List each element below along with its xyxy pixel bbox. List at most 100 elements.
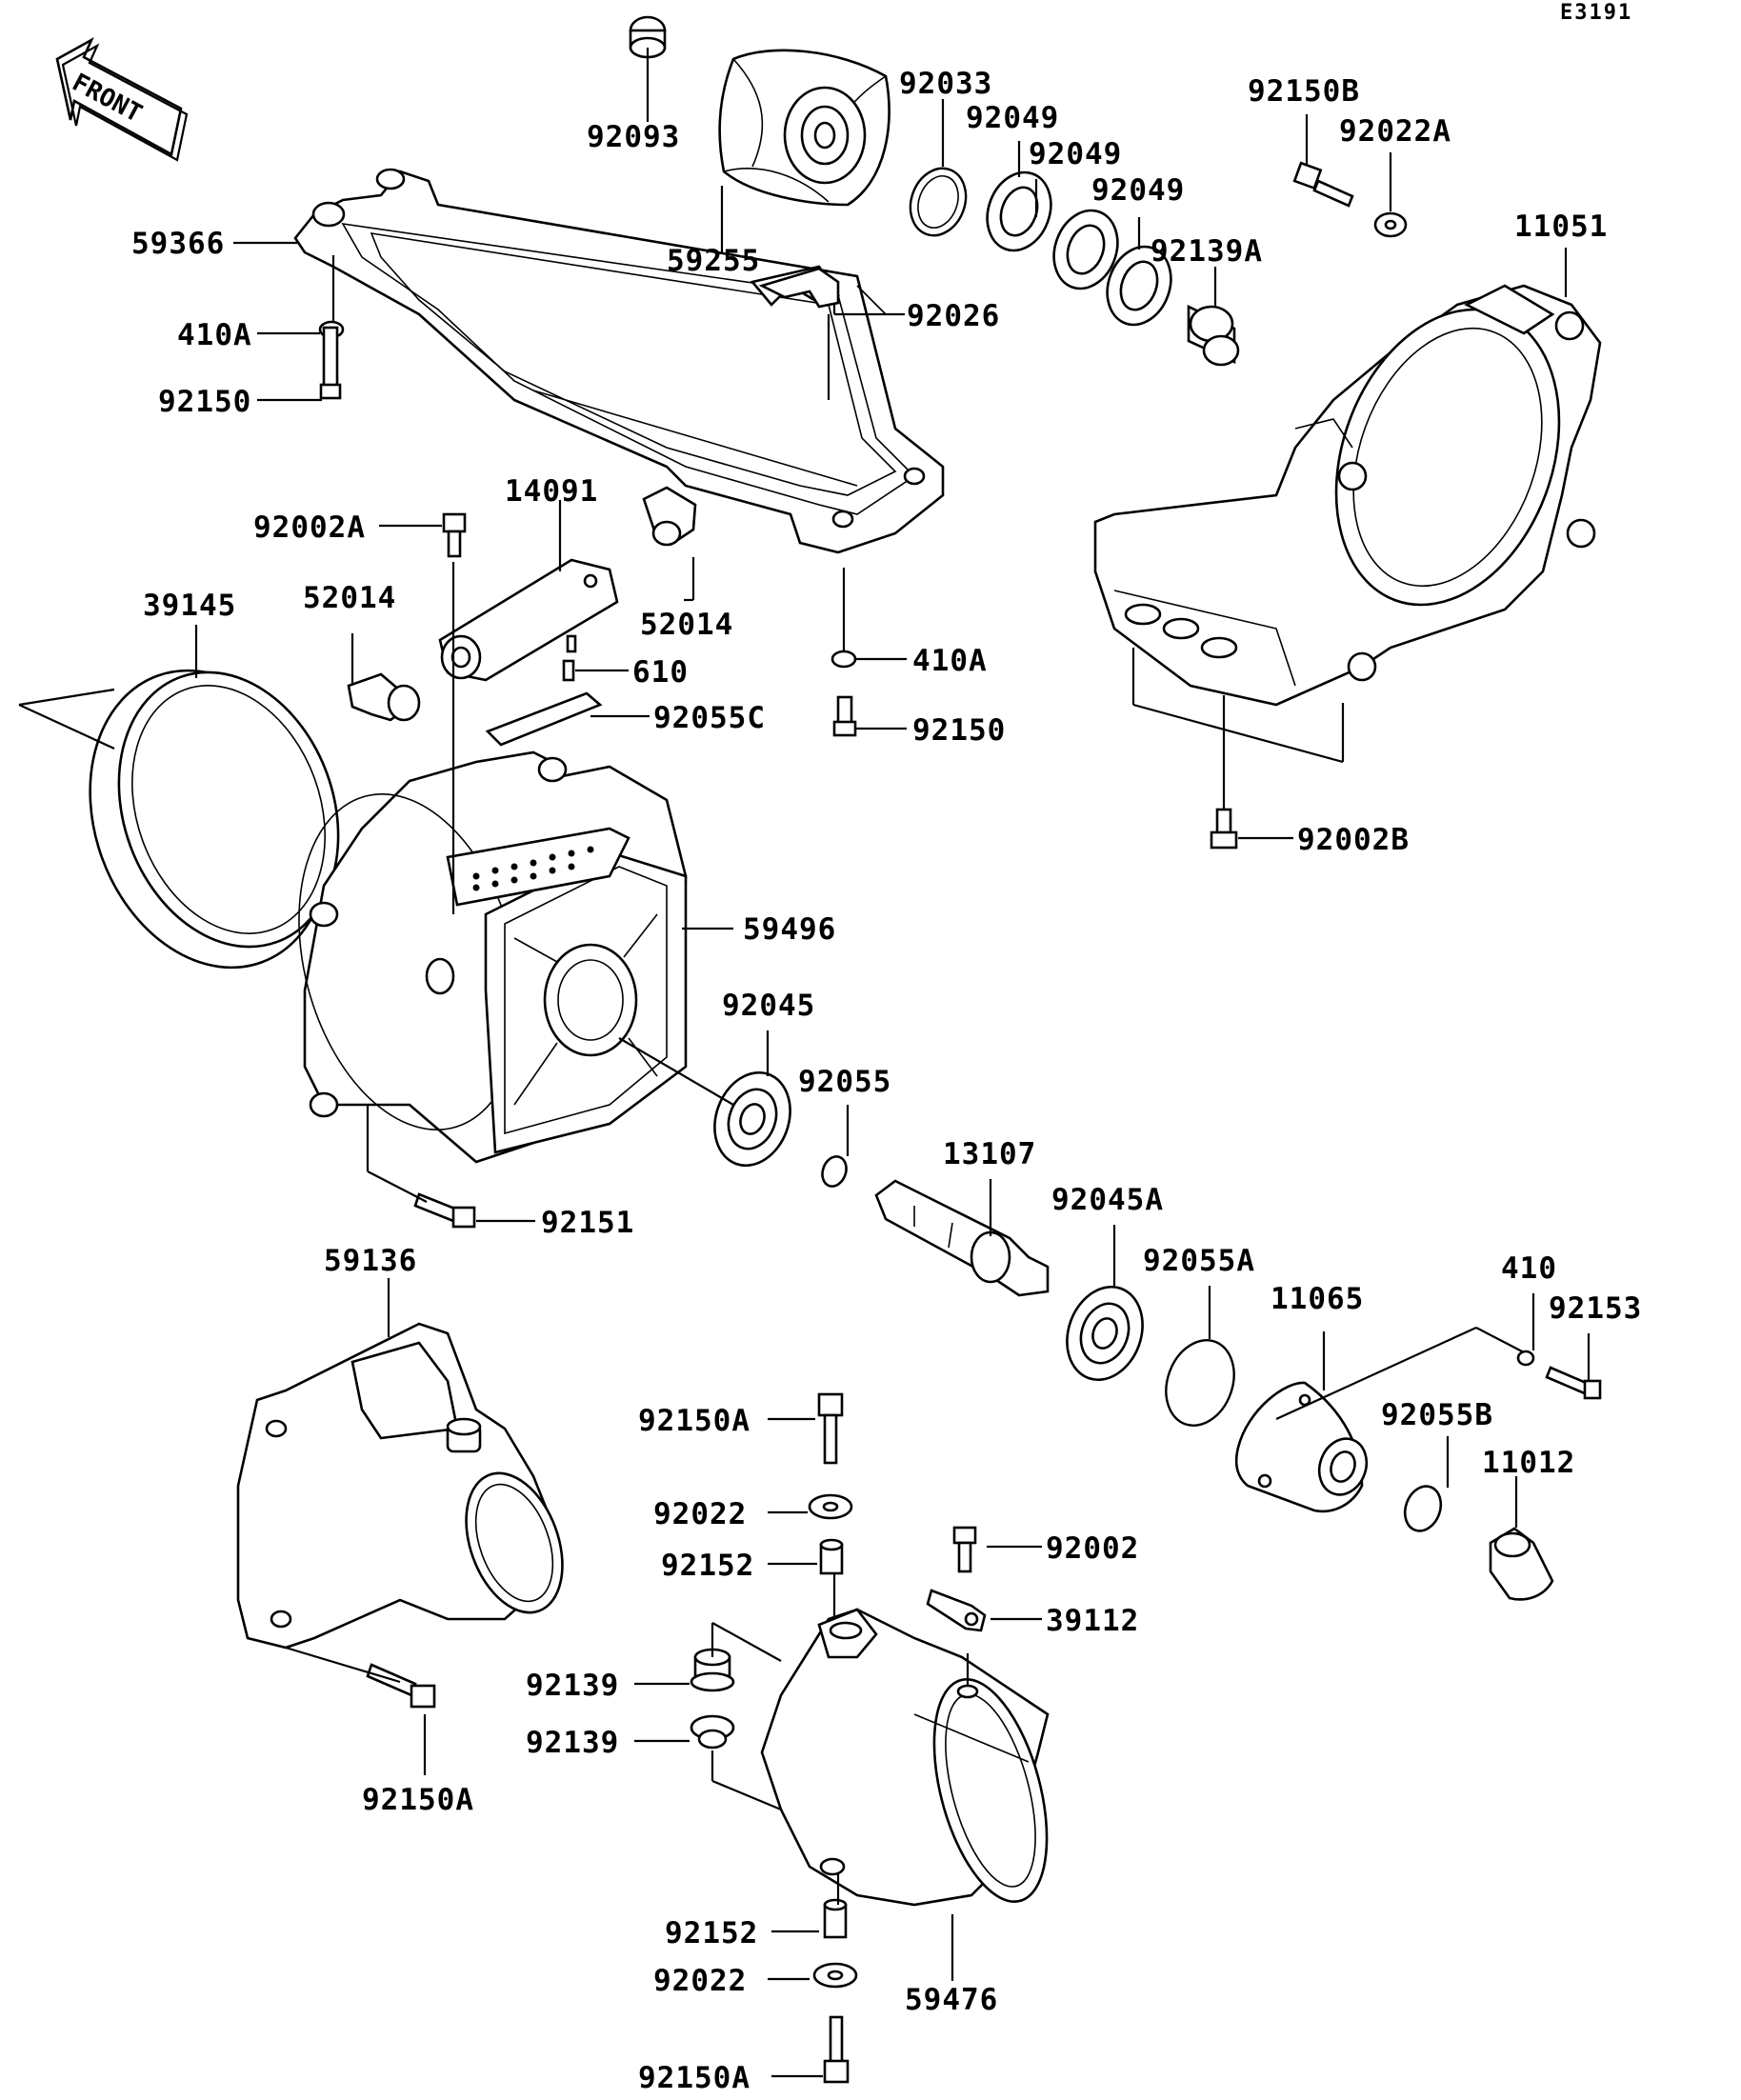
- nut-410a-mid-drawing: [830, 650, 857, 669]
- label-610: 610: [632, 655, 689, 690]
- nut-410-drawing: [1516, 1350, 1535, 1367]
- spacer-92152-top-drawing: [819, 1538, 844, 1575]
- label-92049: 92049: [1029, 137, 1122, 171]
- label-410a: 410A: [912, 644, 988, 678]
- steering-nozzle-59476-drawing: [760, 1608, 1050, 1907]
- label-92022: 92022: [653, 1964, 747, 1998]
- bolt-92151-drawing: [413, 1192, 476, 1229]
- bushing-92139-1-drawing: [690, 1648, 735, 1692]
- bushing-92139a-drawing: [1187, 304, 1240, 367]
- o-ring-92055a-drawing: [1165, 1339, 1235, 1427]
- ring-39145-drawing: [89, 669, 340, 970]
- label-59255: 59255: [667, 244, 760, 278]
- label-59496: 59496: [743, 912, 836, 947]
- label-92150: 92150: [158, 385, 251, 419]
- label-92150a: 92150A: [638, 1404, 750, 1438]
- label-92049: 92049: [1091, 173, 1185, 208]
- lever-39112-drawing: [926, 1589, 987, 1632]
- label-13107: 13107: [943, 1137, 1036, 1171]
- fitting-52014-left-drawing: [347, 672, 421, 722]
- circlip-92033-drawing: [909, 167, 968, 237]
- label-92022a: 92022A: [1339, 114, 1451, 149]
- ride-plate-59366-drawing: [293, 168, 945, 554]
- label-92153: 92153: [1549, 1291, 1642, 1326]
- label-11065: 11065: [1271, 1282, 1364, 1316]
- pin-610-drawing: [562, 659, 575, 682]
- spacer-92152-bot-drawing: [823, 1898, 848, 1939]
- label-92150b: 92150B: [1248, 74, 1360, 109]
- valve-14091-drawing: [438, 558, 619, 682]
- label-92022: 92022: [653, 1497, 747, 1531]
- label-92152: 92152: [665, 1916, 758, 1950]
- shaft-13107-drawing: [874, 1179, 1050, 1297]
- diagram-code: E3191: [1560, 1, 1632, 25]
- label-59366: 59366: [131, 227, 225, 261]
- impeller-59255-drawing: [718, 49, 891, 207]
- bushing-92139-2-drawing: [690, 1714, 735, 1750]
- bolt-92150-top-drawing: [319, 326, 342, 400]
- label-39145: 39145: [143, 589, 236, 623]
- bolt-92002-drawing: [952, 1526, 977, 1573]
- label-92045: 92045: [722, 989, 815, 1023]
- bolt-92150a-bot-drawing: [823, 2015, 850, 2084]
- label-92150: 92150: [912, 713, 1006, 748]
- label-92045a: 92045A: [1051, 1183, 1164, 1217]
- label-92152: 92152: [661, 1549, 754, 1583]
- label-92139: 92139: [526, 1669, 619, 1703]
- leader-lines: [18, 48, 1591, 2078]
- bolt-92153-drawing: [1545, 1366, 1602, 1400]
- front-arrow-icon: FRONT: [55, 36, 189, 162]
- label-92150a: 92150A: [638, 2061, 750, 2095]
- seal-92093-drawing: [629, 15, 667, 59]
- label-410: 410: [1501, 1251, 1557, 1286]
- cap-11065-drawing: [1234, 1381, 1369, 1513]
- label-59476: 59476: [905, 1983, 998, 2017]
- label-52014: 52014: [303, 581, 396, 615]
- label-92002b: 92002B: [1297, 823, 1410, 857]
- o-ring-92055-drawing: [821, 1155, 848, 1188]
- label-92055b: 92055B: [1381, 1398, 1493, 1432]
- cap-11012-drawing: [1489, 1527, 1554, 1601]
- label-92026: 92026: [907, 299, 1000, 333]
- label-11051: 11051: [1514, 210, 1608, 244]
- bolt-92150b-drawing: [1292, 161, 1354, 208]
- o-ring-92055b-drawing: [1403, 1485, 1443, 1532]
- bolt-92150a-mid-drawing: [817, 1392, 844, 1465]
- label-92033: 92033: [899, 67, 992, 101]
- label-59136: 59136: [324, 1244, 417, 1278]
- label-92139: 92139: [526, 1726, 619, 1760]
- washer-92022-bot-drawing: [812, 1962, 858, 1989]
- label-11012: 11012: [1482, 1446, 1575, 1480]
- fitting-52014-right-drawing: [642, 486, 697, 547]
- bracket-92026-drawing: [758, 267, 840, 309]
- label-92055: 92055: [798, 1065, 891, 1099]
- label-92002a: 92002A: [253, 510, 366, 545]
- pump-body-59496-drawing: [298, 750, 688, 1164]
- label-39112: 39112: [1046, 1604, 1139, 1638]
- bolt-92002b-drawing: [1210, 808, 1238, 850]
- label-92093: 92093: [587, 120, 680, 154]
- bolt-92002a-drawing: [442, 512, 467, 558]
- washer-92022a-drawing: [1373, 211, 1408, 238]
- label-92139a: 92139A: [1151, 234, 1263, 269]
- label-52014: 52014: [640, 608, 733, 642]
- label-92151: 92151: [541, 1206, 634, 1240]
- label-92150a: 92150A: [362, 1783, 474, 1817]
- bearing-92045a-drawing: [1066, 1285, 1144, 1382]
- pump-housing-11051-drawing: [1093, 284, 1602, 707]
- label-92002: 92002: [1046, 1531, 1139, 1566]
- label-92055a: 92055A: [1143, 1244, 1255, 1278]
- label-92055c: 92055C: [653, 701, 766, 735]
- nozzle-59136-drawing: [236, 1322, 564, 1650]
- label-410a: 410A: [177, 318, 252, 352]
- part-labels: 92093 92033 92049 92049 92049 92150B 920…: [131, 67, 1642, 2095]
- seal-92049-drawing: [986, 170, 1172, 327]
- washer-92022-mid-drawing: [808, 1493, 853, 1520]
- label-14091: 14091: [505, 474, 598, 509]
- bearing-92045-drawing: [713, 1070, 791, 1168]
- bolt-92150-mid-drawing: [832, 695, 857, 737]
- gasket-92055c-drawing: [485, 691, 603, 747]
- bolt-92150a-left-drawing: [366, 1663, 436, 1709]
- label-92049: 92049: [966, 101, 1059, 135]
